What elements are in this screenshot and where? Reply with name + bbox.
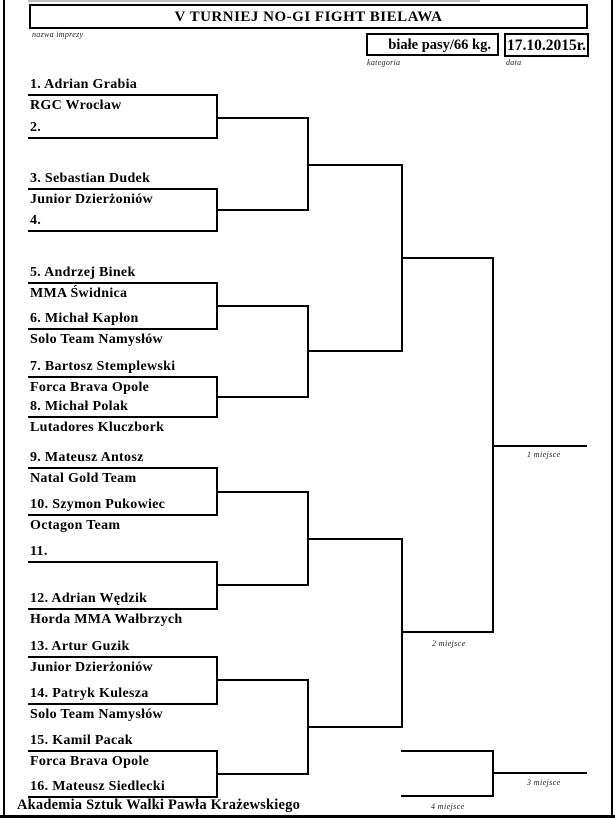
competitor-club: Natal Gold Team (30, 471, 137, 486)
competitor-name: 4. (30, 213, 42, 228)
round1-winner-line-m7 (216, 679, 309, 681)
category-caption: kategoria (367, 58, 401, 67)
date-caption: data (506, 58, 522, 67)
quarterfinal-winner-line-q3 (307, 538, 403, 540)
slot-underline (28, 796, 217, 798)
competitor-name: 9. Mateusz Antosz (30, 450, 144, 465)
competitor-name: 15. Kamil Pacak (30, 733, 133, 748)
page-border-left (3, 0, 5, 818)
round1-winner-line-m4 (216, 396, 309, 398)
competitor-name: 16. Mateusz Siedlecki (30, 779, 166, 794)
place-label-1: 1 miejsce (527, 450, 561, 459)
slot-underline (28, 416, 217, 418)
organizer-name: Akademia Sztuk Walki Pawła Krażewskiego (17, 797, 301, 813)
quarterfinal-winner-line-q2 (307, 350, 403, 352)
slot-underline (28, 703, 217, 705)
semifinal-connector-s2 (401, 538, 403, 728)
slot-underline (28, 376, 217, 378)
event-title: V TURNIEJ NO-GI FIGHT BIELAWA (29, 4, 588, 29)
competitor-name: 6. Michał Kapłon (30, 311, 139, 326)
competitor-club: MMA Świdnica (30, 286, 128, 301)
slot-underline (28, 608, 217, 610)
competitor-club: RGC Wrocław (30, 98, 122, 113)
competitor-club: Junior Dzierżoniów (30, 660, 153, 675)
slot-underline (28, 328, 217, 330)
competitor-name: 11. (30, 544, 48, 559)
semifinal-winner-line-s1 (401, 257, 494, 259)
place-label-2: 2 miejsce (432, 639, 466, 648)
round1-winner-line-m8 (216, 773, 309, 775)
competitor-name: 7. Bartosz Stemplewski (30, 359, 176, 374)
round1-winner-line-m3 (216, 305, 309, 307)
competitor-name: 12. Adrian Wędzik (30, 591, 148, 606)
round1-winner-line-m1 (216, 117, 309, 119)
slot-underline (28, 467, 217, 469)
competitor-club: Lutadores Kluczbork (30, 420, 165, 435)
slot-underline (28, 94, 217, 96)
competitor-name: 3. Sebastian Dudek (30, 171, 151, 186)
third-place-winner-line (492, 772, 587, 774)
competitor-name: 10. Szymon Pukowiec (30, 497, 166, 512)
competitor-club: Solo Team Namysłów (30, 707, 163, 722)
third-place-slot-line-bottom (401, 795, 494, 797)
competitor-name: 2. (30, 120, 42, 135)
slot-underline (28, 561, 217, 563)
competitor-club: Horda MMA Wałbrzych (30, 612, 183, 627)
slot-underline (28, 282, 217, 284)
event-title-caption: nazwa imprezy (32, 30, 84, 39)
slot-underline (28, 230, 217, 232)
competitor-name: 8. Michał Polak (30, 399, 129, 414)
round1-winner-line-m6 (216, 584, 309, 586)
round1-winner-line-m5 (216, 491, 309, 493)
scan-smudge (28, 0, 480, 2)
round1-winner-line-m2 (216, 209, 309, 211)
quarterfinal-winner-line-q4 (307, 726, 403, 728)
place-label-4: 4 miejsce (431, 802, 465, 811)
round1-connector-m1 (216, 94, 218, 139)
slot-underline (28, 656, 217, 658)
page-border-right (611, 0, 613, 818)
third-place-slot-line-top (401, 750, 494, 752)
competitor-club: Solo Team Namysłów (30, 332, 163, 347)
competitor-club: Octagon Team (30, 518, 121, 533)
competitor-club: Forca Brava Opole (30, 380, 150, 395)
category-box: białe pasy/66 kg. (366, 33, 499, 56)
page-border-bottom (0, 815, 615, 818)
competitor-name: 14. Patryk Kulesza (30, 686, 149, 701)
slot-underline (28, 750, 217, 752)
slot-underline (28, 188, 217, 190)
final-winner-line (492, 445, 587, 447)
semifinal-winner-line-s2 (401, 631, 494, 633)
date-box: 17.10.2015r. (504, 33, 589, 57)
competitor-club: Forca Brava Opole (30, 754, 150, 769)
competitor-name: 1. Adrian Grabia (30, 77, 138, 92)
competitor-name: 5. Andrzej Binek (30, 265, 136, 280)
competitor-club: Junior Dzierżoniów (30, 192, 153, 207)
slot-underline (28, 514, 217, 516)
slot-underline (28, 137, 217, 139)
quarterfinal-winner-line-q1 (307, 164, 403, 166)
competitor-name: 13. Artur Guzik (30, 639, 130, 654)
place-label-3: 3 miejsce (527, 778, 561, 787)
